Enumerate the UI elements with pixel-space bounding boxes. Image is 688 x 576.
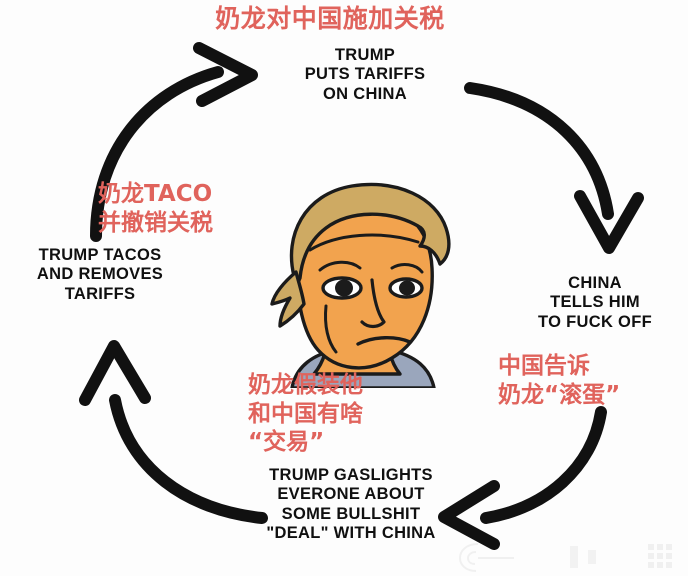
arrow-bottom-left bbox=[79, 340, 268, 524]
chinese-caption-bottom: 奶龙假装他 和中国有啥 “交易” bbox=[248, 372, 363, 456]
chinese-caption-right: 中国告诉 奶龙“滚蛋” bbox=[498, 353, 621, 408]
hair-sideburn bbox=[270, 270, 306, 328]
cheek-line bbox=[324, 304, 338, 354]
arrow-bottom-right bbox=[438, 406, 607, 550]
eyebrow-left bbox=[318, 260, 362, 272]
arrow-top-right bbox=[464, 82, 644, 254]
wojak-face-illustration bbox=[270, 182, 451, 388]
english-caption-right: CHINA TELLS HIM TO FUCK OFF bbox=[538, 274, 652, 331]
nose-shape bbox=[360, 278, 386, 329]
pupil-left bbox=[335, 279, 353, 297]
hair-shape bbox=[289, 182, 451, 286]
eyebrow-right bbox=[390, 263, 424, 274]
trump-wojak-face bbox=[240, 176, 472, 388]
watermark-logo bbox=[452, 534, 688, 576]
chinese-caption-left: 奶龙TACO 并撤销关税 bbox=[98, 181, 213, 236]
english-caption-top: TRUMP PUTS TARIFFS ON CHINA bbox=[304, 46, 426, 103]
english-caption-bottom: TRUMP GASLIGHTS EVERONE ABOUT SOME BULLS… bbox=[266, 466, 436, 543]
pupil-right bbox=[399, 280, 415, 296]
english-caption-left: TRUMP TACOS AND REMOVES TARIFFS bbox=[36, 246, 164, 303]
hair-strand bbox=[308, 233, 420, 252]
mouth-shape bbox=[356, 336, 412, 346]
chinese-caption-top: 奶龙对中国施加关税 bbox=[215, 4, 445, 33]
